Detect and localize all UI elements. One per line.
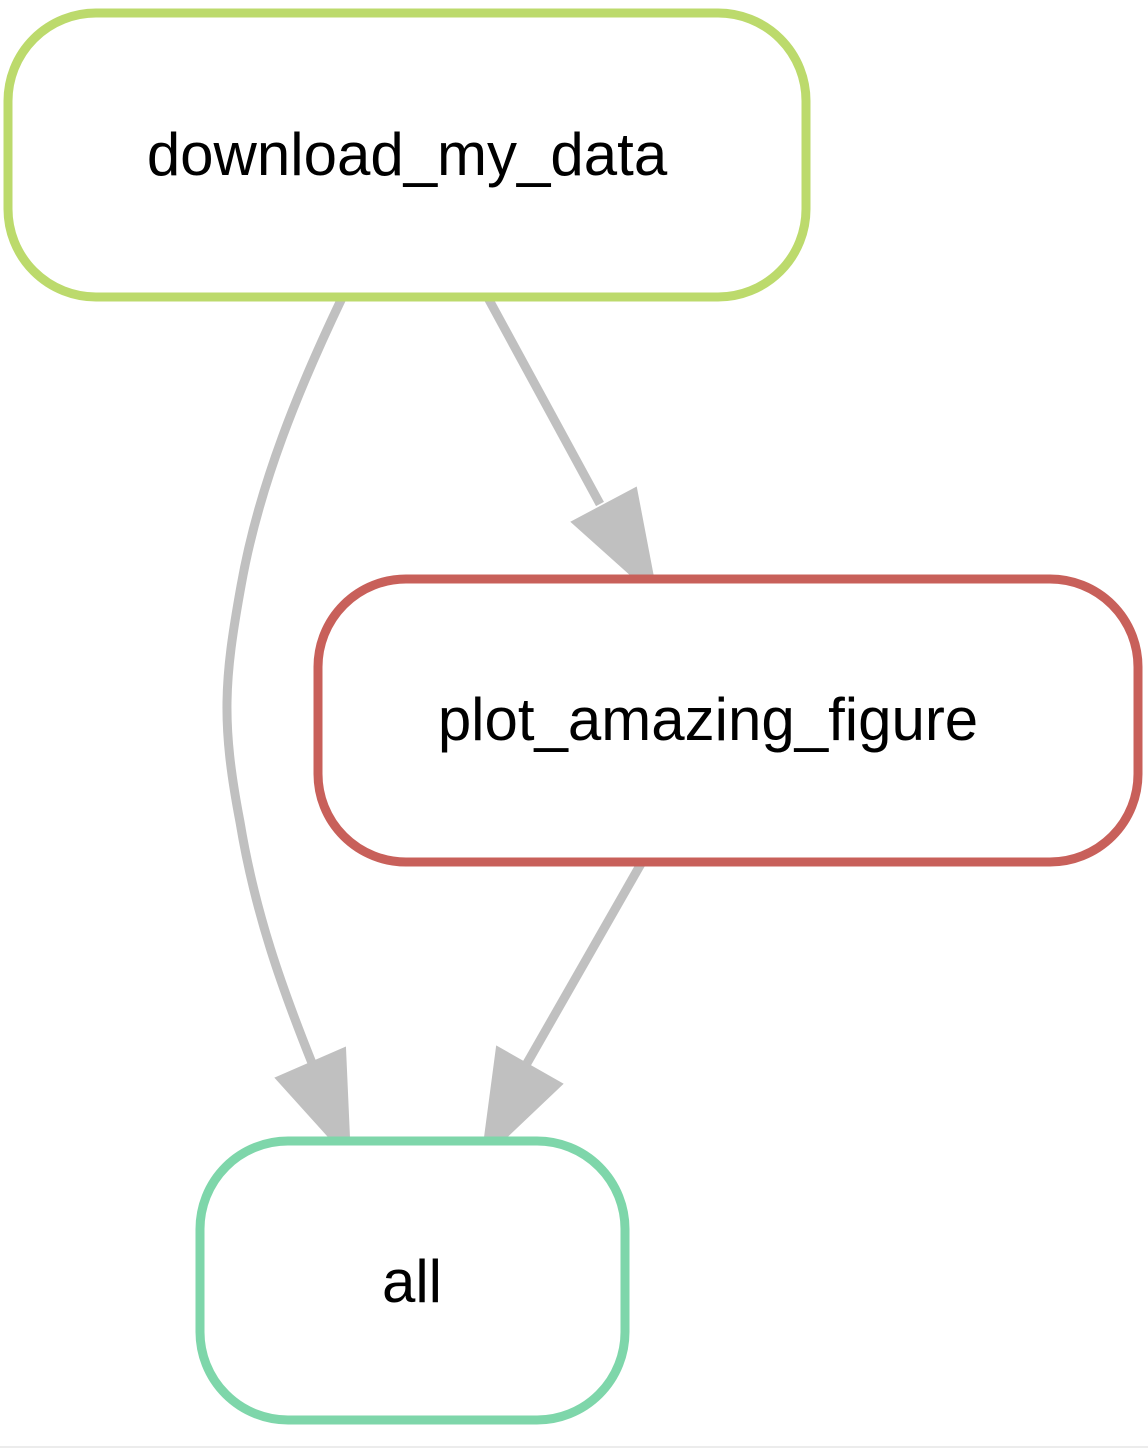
node-all[interactable]: all xyxy=(195,1136,630,1425)
node-plot-amazing-figure[interactable]: plot_amazing_figure xyxy=(313,574,1143,867)
node-all-box xyxy=(195,1136,630,1425)
node-download-my-data-box xyxy=(3,8,811,302)
edge-line xyxy=(522,859,646,1068)
arrow-head-icon xyxy=(274,1046,352,1163)
edge-line xyxy=(484,295,604,507)
arrow-head-icon xyxy=(570,486,659,601)
edge-plot-to-all xyxy=(480,859,646,1163)
node-plot-amazing-figure-label: plot_amazing_figure xyxy=(438,686,978,753)
edge-line xyxy=(222,296,347,1065)
node-download-my-data[interactable]: download_my_data xyxy=(3,8,811,302)
edge-download-to-plot xyxy=(484,295,659,601)
node-download-my-data-label: download_my_data xyxy=(147,121,668,188)
bottom-divider xyxy=(0,1446,1148,1448)
arrow-head-icon xyxy=(480,1045,564,1163)
node-all-label: all xyxy=(382,1248,442,1315)
node-plot-amazing-figure-box xyxy=(313,574,1143,867)
edge-download-to-all xyxy=(222,296,352,1163)
